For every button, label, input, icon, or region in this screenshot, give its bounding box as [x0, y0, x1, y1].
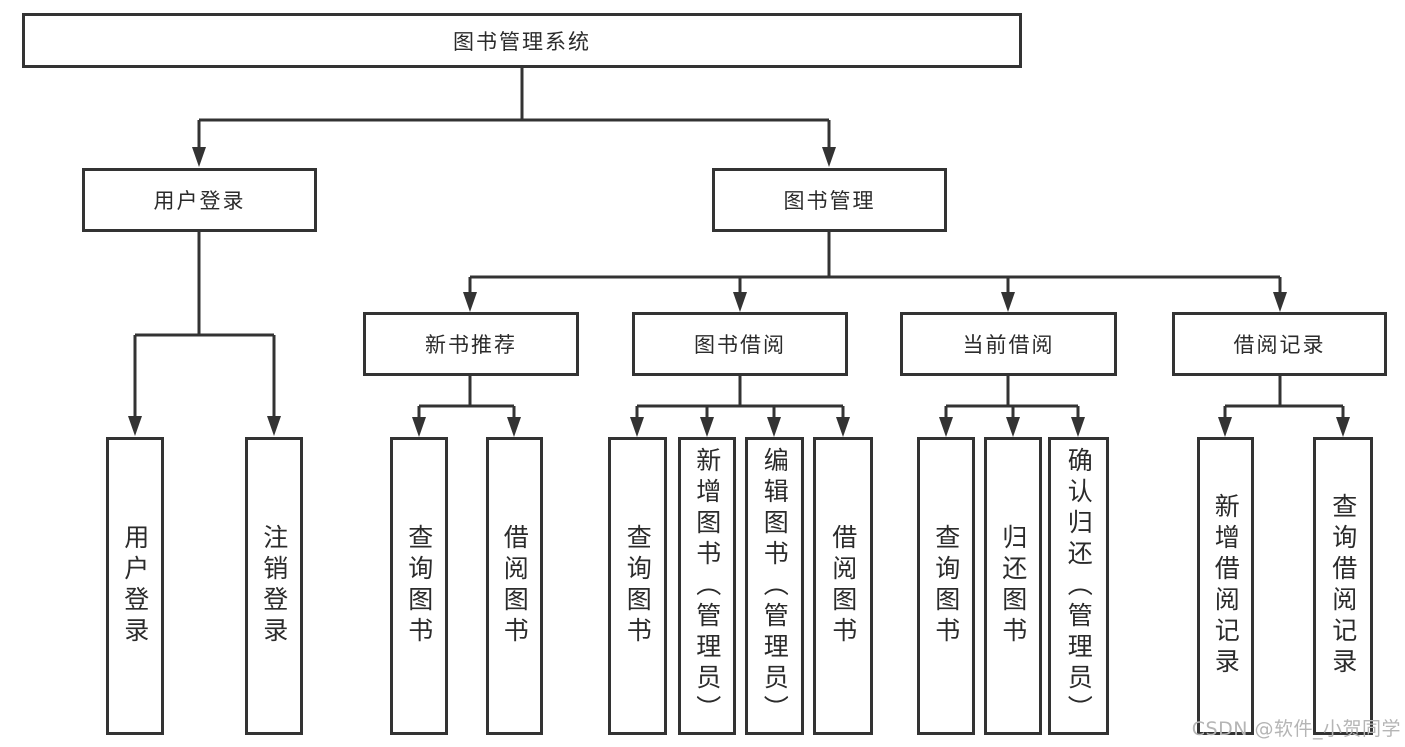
leaf-query-books-current: 查询图书 — [917, 437, 975, 735]
leaf-confirm-return-admin: 确认归还（管理员） — [1048, 437, 1109, 735]
connector-root-trunk — [199, 68, 829, 122]
leaf-user-login: 用户登录 — [106, 437, 164, 735]
watermark: CSDN @软件_小贺同学 — [1191, 718, 1401, 740]
leaf-add-borrow-record-label: 新增借阅记录 — [1211, 493, 1241, 679]
leaf-user-login-label: 用户登录 — [120, 524, 150, 648]
leaf-borrow-books-borrowing: 借阅图书 — [813, 437, 873, 735]
connector-borrowing-records-branch — [1225, 376, 1343, 408]
leaf-return-book: 归还图书 — [984, 437, 1042, 735]
node-user-login: 用户登录 — [82, 168, 317, 232]
node-new-book-recommend: 新书推荐 — [363, 312, 579, 376]
leaf-return-book-label: 归还图书 — [998, 524, 1028, 648]
leaf-borrow-books-recommend: 借阅图书 — [486, 437, 543, 735]
leaf-query-books-borrowing-label: 查询图书 — [623, 524, 653, 648]
connector-book-management-branch — [470, 232, 1280, 279]
leaf-query-books-current-label: 查询图书 — [931, 524, 961, 648]
leaf-add-borrow-record: 新增借阅记录 — [1197, 437, 1254, 735]
leaf-borrow-books-recommend-label: 借阅图书 — [500, 524, 530, 648]
connector-new-book-branch — [419, 376, 514, 408]
node-root: 图书管理系统 — [22, 13, 1022, 68]
node-book-borrowing: 图书借阅 — [632, 312, 848, 376]
leaf-query-borrow-record: 查询借阅记录 — [1313, 437, 1373, 735]
leaf-edit-book-admin: 编辑图书（管理员） — [745, 437, 804, 735]
connector-book-borrowing-branch — [637, 376, 843, 408]
connector-user-login-branch — [135, 232, 274, 337]
leaf-edit-book-admin-label: 编辑图书（管理员） — [760, 446, 790, 726]
leaf-query-borrow-record-label: 查询借阅记录 — [1328, 493, 1358, 679]
node-current-borrowing: 当前借阅 — [900, 312, 1117, 376]
leaf-confirm-return-admin-label: 确认归还（管理员） — [1064, 446, 1094, 726]
leaf-borrow-books-borrowing-label: 借阅图书 — [828, 524, 858, 648]
leaf-query-books-borrowing: 查询图书 — [608, 437, 667, 735]
node-borrowing-records: 借阅记录 — [1172, 312, 1387, 376]
leaf-query-books-recommend: 查询图书 — [390, 437, 448, 735]
node-book-management: 图书管理 — [712, 168, 947, 232]
connector-current-borrowing-branch — [946, 376, 1078, 408]
leaf-add-book-admin: 新增图书（管理员） — [678, 437, 736, 735]
leaf-logout-login-label: 注销登录 — [259, 524, 289, 648]
leaf-logout-login: 注销登录 — [245, 437, 303, 735]
leaf-add-book-admin-label: 新增图书（管理员） — [692, 446, 722, 726]
leaf-query-books-recommend-label: 查询图书 — [404, 524, 434, 648]
